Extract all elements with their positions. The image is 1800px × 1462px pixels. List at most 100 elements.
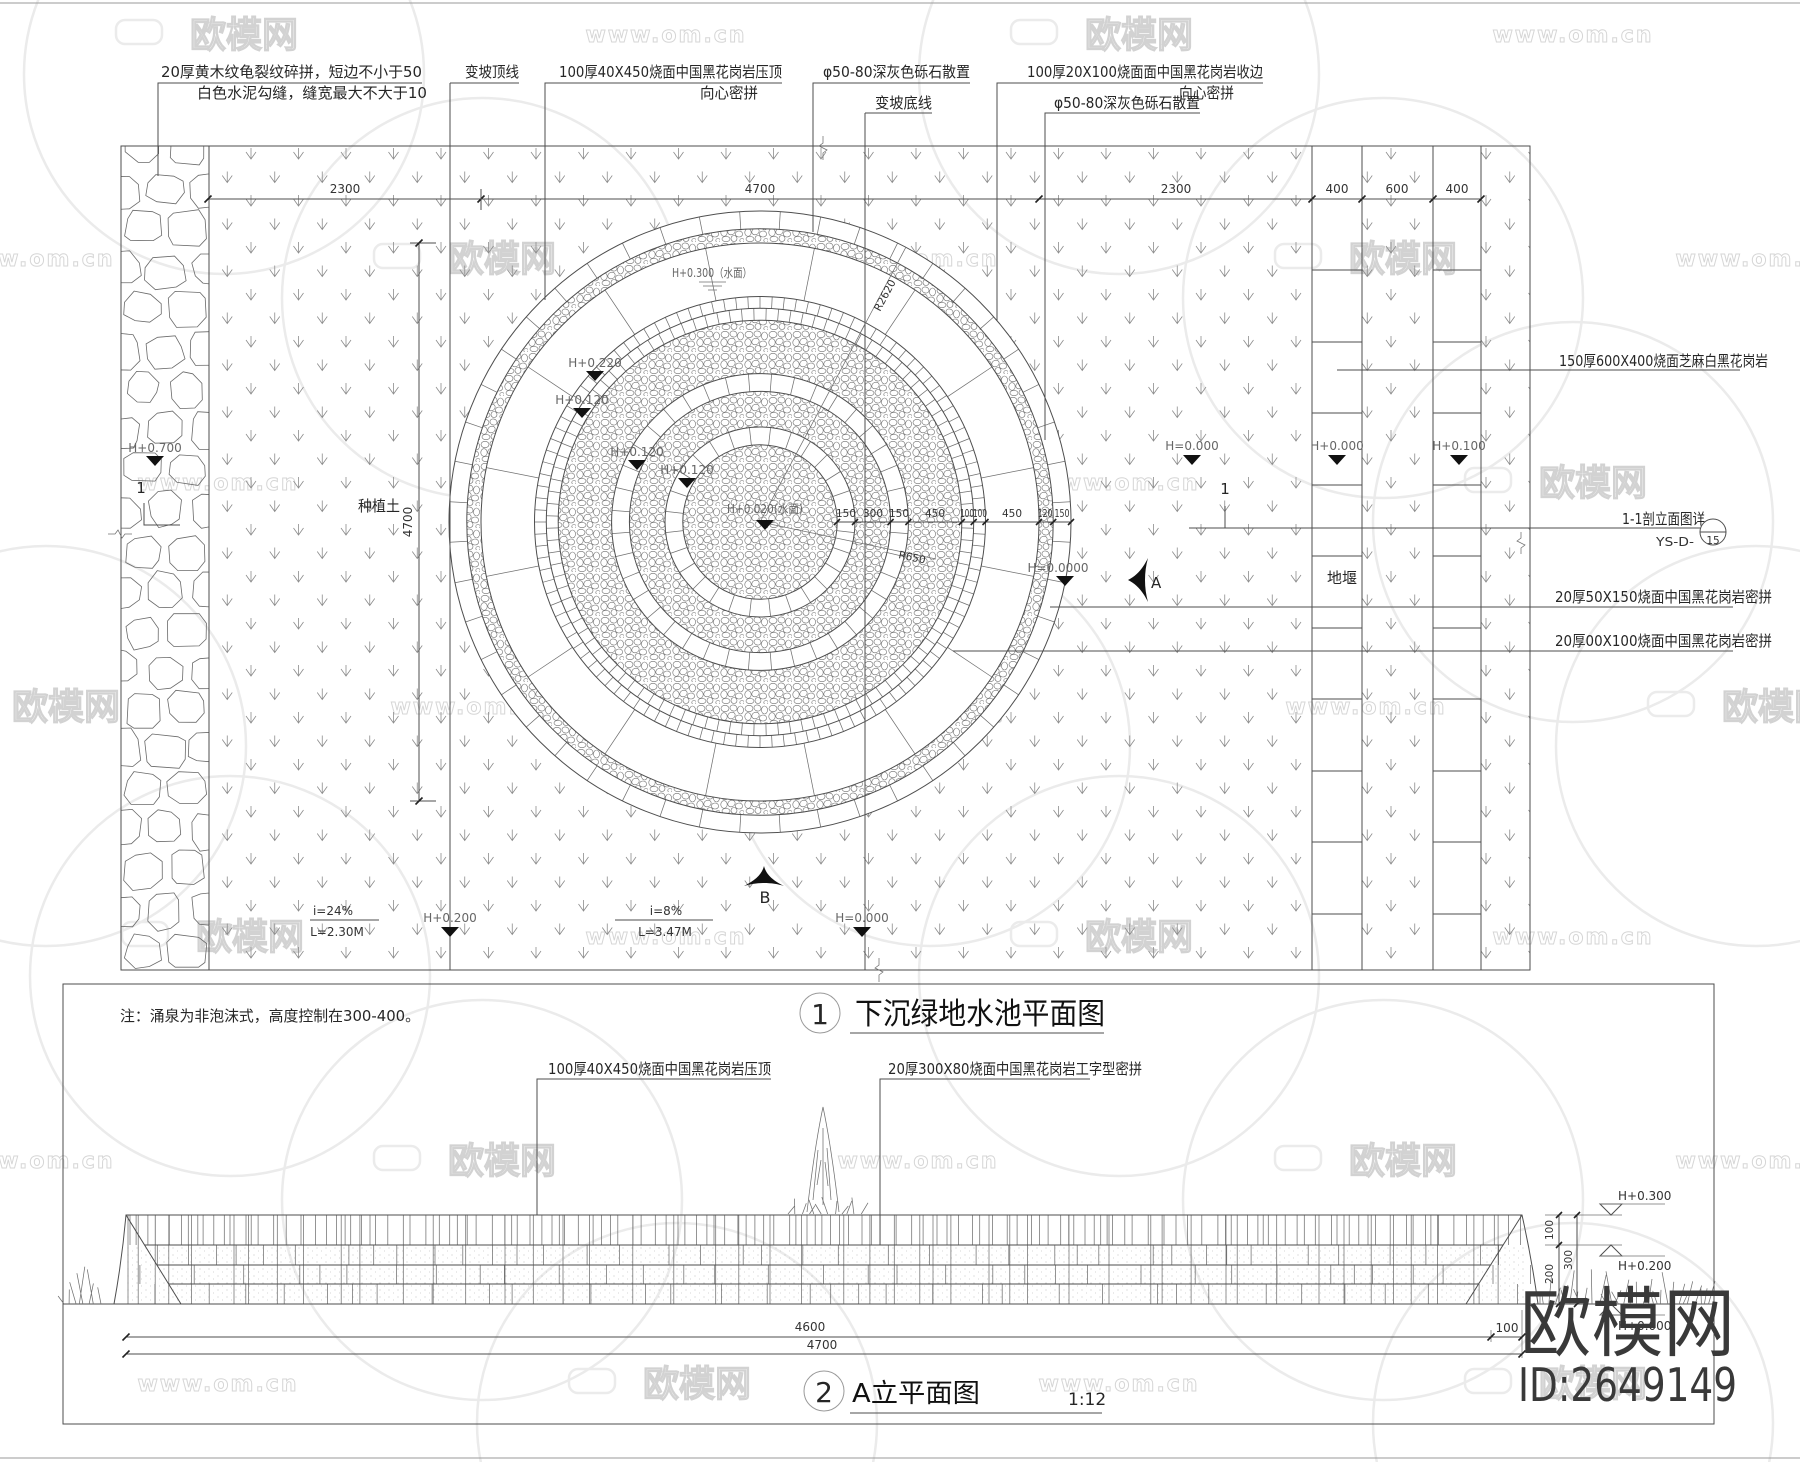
section-mark-left: 1	[136, 479, 180, 526]
callout-text: 20厚00X100烧面中国黑花岗岩密拼	[1555, 632, 1772, 650]
level-label: H+0.020(水面)	[727, 502, 803, 516]
cobble-stone	[167, 290, 207, 328]
watermark-arc	[475, 1221, 879, 1462]
level-label: H=0.0000	[1027, 561, 1088, 575]
callout-text: 20厚300X80烧面中国黑花岗岩工字型密拼	[888, 1060, 1142, 1078]
wall-joints	[127, 1215, 1532, 1304]
cobble-stone	[147, 892, 180, 932]
view-arrow-icon	[744, 866, 784, 886]
level-marker: H=0.000	[835, 911, 889, 937]
level-triangle-icon	[1598, 1203, 1624, 1216]
cobble-stone	[168, 454, 206, 486]
elevation-callout-facing: 20厚300X80烧面中国黑花岗岩工字型密拼	[879, 1060, 1142, 1245]
cobble-stone	[121, 497, 142, 529]
callout-slope-bottom: 变坡底线	[865, 94, 932, 114]
cobble-stone	[121, 250, 142, 284]
cobble-stone	[147, 809, 182, 843]
callout-granite-100x100: 20厚00X100烧面中国黑花岗岩密拼	[953, 632, 1772, 652]
section-number: 1	[136, 479, 146, 497]
level-triangle-icon	[441, 927, 459, 937]
level-triangle-icon	[853, 927, 871, 937]
ring-dim: 100	[973, 508, 987, 520]
elevation-title-block: 2 A立平面图 1:12	[803, 1370, 1106, 1414]
watermark-sofa-icon	[114, 18, 164, 46]
wall-slope-lines	[125, 1214, 1523, 1305]
level-triangle-icon	[573, 408, 591, 418]
view-label: A	[1151, 574, 1162, 592]
view-label: B	[760, 888, 771, 907]
dim-v-200: 200	[1544, 1264, 1556, 1284]
callout-text: 150厚600X400烧面芝麻白黑花岗岩	[1559, 352, 1768, 370]
section-ref-number: 15	[1706, 535, 1719, 547]
fountain-jet-icon	[787, 1106, 869, 1215]
cobble-stone	[191, 253, 209, 285]
watermark-logo: 欧模网	[1539, 1364, 1647, 1405]
slope-grade: i=8%	[650, 904, 682, 918]
cobble-stone	[167, 613, 207, 647]
watermark-logo: 欧模网	[12, 687, 120, 728]
cobble-stone	[168, 535, 206, 571]
callout-text: 20厚黄木纹龟裂纹碎拼，短边不小于50	[161, 63, 422, 81]
title-number: 1	[811, 998, 829, 1031]
watermark-url: www.om.cn	[585, 23, 746, 48]
elevation-level-top: H+0.300	[1598, 1189, 1671, 1216]
cobble-stone	[125, 535, 162, 569]
ring-dim: 150	[1055, 508, 1070, 520]
weir-label: 地堰	[1327, 569, 1357, 587]
level-triangle-icon	[1056, 576, 1074, 586]
cobble-stone	[147, 489, 182, 529]
callout-slope-top: 变坡顶线	[450, 63, 519, 84]
drawing-scale: 1:12	[1068, 1390, 1106, 1410]
watermark-sofa-icon	[1463, 1367, 1513, 1395]
elevation-vertical-dimensions: 100 200 300	[1544, 1211, 1622, 1308]
level-triangle-icon	[1598, 1244, 1624, 1257]
cobble-stone	[167, 209, 207, 247]
level-marker: H=0.000	[1165, 439, 1219, 465]
watermark-logo: 欧模网	[1349, 1141, 1457, 1182]
watermark-arc	[280, 998, 684, 1402]
cobble-stone	[121, 176, 141, 210]
callout-crazy-paving: 20厚黄木纹龟裂纹碎拼，短边不小于50 白色水泥勾缝，缝宽最大不大于10	[157, 63, 427, 176]
level-marker: H+0.120	[660, 463, 714, 488]
dim-4700: 4700	[807, 1338, 838, 1352]
callout-gravel-1: φ50-80深灰色砾石散置	[812, 63, 970, 232]
level-label: H+0.000	[1310, 439, 1363, 453]
slope-annotation: i=24% L=2.30M	[310, 904, 379, 939]
callout-text: 20厚50X150烧面中国黑花岗岩密拼	[1555, 588, 1772, 606]
vertical-dimension: 4700	[401, 238, 436, 806]
watermark-logo: 欧模网	[643, 1364, 751, 1405]
cobble-stone	[123, 852, 163, 891]
block-joints	[546, 308, 974, 736]
level-triangle-icon	[628, 460, 646, 470]
wall-courses	[144, 1244, 1503, 1285]
water-level-label: H+0.300（水面）	[672, 266, 752, 280]
slope-annotation: i=8% L=3.47M	[615, 904, 713, 939]
watermark-logo: 欧模网	[448, 1141, 556, 1182]
callout-text: 变坡底线	[875, 94, 932, 112]
radius-inner-leader	[759, 521, 937, 560]
level-label: H+0.120	[660, 463, 713, 477]
dim-v-100: 100	[1544, 1220, 1556, 1240]
cobble-stone	[121, 577, 143, 609]
watermark-arc	[1181, 998, 1585, 1402]
level-triangle-icon	[678, 478, 696, 488]
callout-gravel-2: φ50-80深灰色砾石散置	[1044, 94, 1200, 440]
callout-edging: 100厚20X100烧面面中国黑花岗岩收边 向心密拼	[996, 63, 1263, 321]
break-symbol	[1516, 532, 1526, 554]
callout-text: 白色水泥勾缝，缝宽最大不大于10	[197, 84, 427, 102]
cobble-stone	[144, 255, 187, 291]
block-joints	[665, 427, 855, 617]
cobble-stone	[121, 727, 142, 767]
cobble-stone	[166, 771, 208, 804]
water-level-icon	[699, 281, 726, 291]
ring-dim: 150	[889, 508, 909, 520]
title-number-circle	[799, 992, 841, 1034]
cobble-stone	[145, 174, 185, 205]
title-number-circle	[803, 1370, 845, 1412]
watermark-sofa-icon	[1646, 690, 1696, 718]
cobble-stone	[126, 693, 161, 729]
elevation-level-ground: H+0.000	[1598, 1303, 1671, 1333]
level-marker-center: H+0.020(水面)	[727, 502, 803, 530]
watermark-logo: 欧模网	[1085, 15, 1193, 56]
